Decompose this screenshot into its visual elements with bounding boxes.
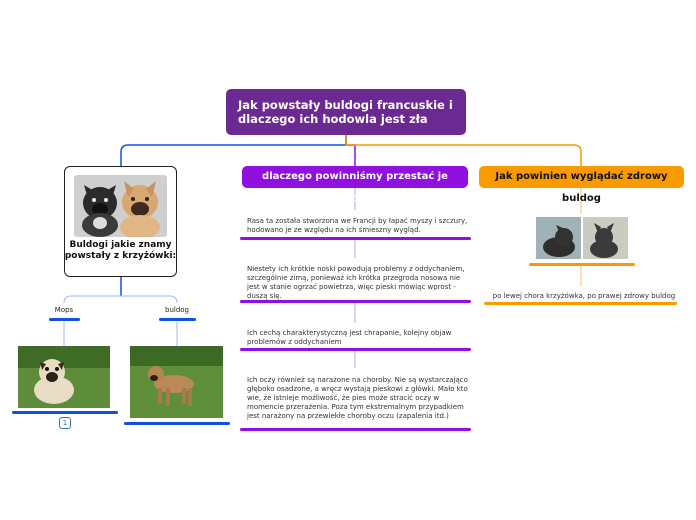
french-bulldogs-photo [74, 175, 167, 237]
child-label-mops[interactable]: Mops [44, 306, 84, 314]
topic-why-stop[interactable]: dlaczego powinniśmy przestać je hodować [242, 166, 468, 188]
note-origin[interactable]: Rasa ta została stworzona we Francji by … [247, 217, 469, 235]
child-label-buldog[interactable]: buldog [156, 306, 198, 314]
crossbreed-card-title: Buldogi jakie znamy powstały z krzyżówki… [64, 240, 177, 262]
root-topic[interactable]: Jak powstały buldogi francuskie i dlacze… [226, 89, 466, 135]
root-title: Jak powstały buldogi francuskie i dlacze… [238, 98, 453, 126]
pug-underline [12, 411, 118, 414]
comparison-photo [536, 217, 628, 259]
comparison-caption-underline [484, 302, 677, 305]
note-breathing[interactable]: Niestety ich krótkie noski powodują prob… [247, 265, 469, 301]
note-eyes-underline [240, 428, 471, 431]
bulldog-photo [130, 346, 223, 418]
comparison-caption[interactable]: po lewej chora krzyżówka, po prawej zdro… [485, 292, 683, 301]
topic-healthy-bulldog[interactable]: Jak powinien wyglądać zdrowy buldog [479, 166, 684, 188]
note-origin-underline [240, 237, 471, 240]
comparison-photo-underline [529, 263, 635, 266]
note-snoring-underline [240, 348, 471, 351]
bulldog-underline [124, 422, 230, 425]
child-underline-buldog [159, 318, 196, 321]
note-snoring[interactable]: Ich cechą charakterystyczną jest chrapan… [247, 329, 469, 347]
pug-photo [18, 346, 110, 408]
note-eyes[interactable]: Ich oczy również są narażone na choroby.… [247, 376, 469, 421]
note-breathing-underline [240, 300, 471, 303]
child-underline-mops [49, 318, 80, 321]
notes-count-badge[interactable]: 1 [59, 417, 71, 429]
